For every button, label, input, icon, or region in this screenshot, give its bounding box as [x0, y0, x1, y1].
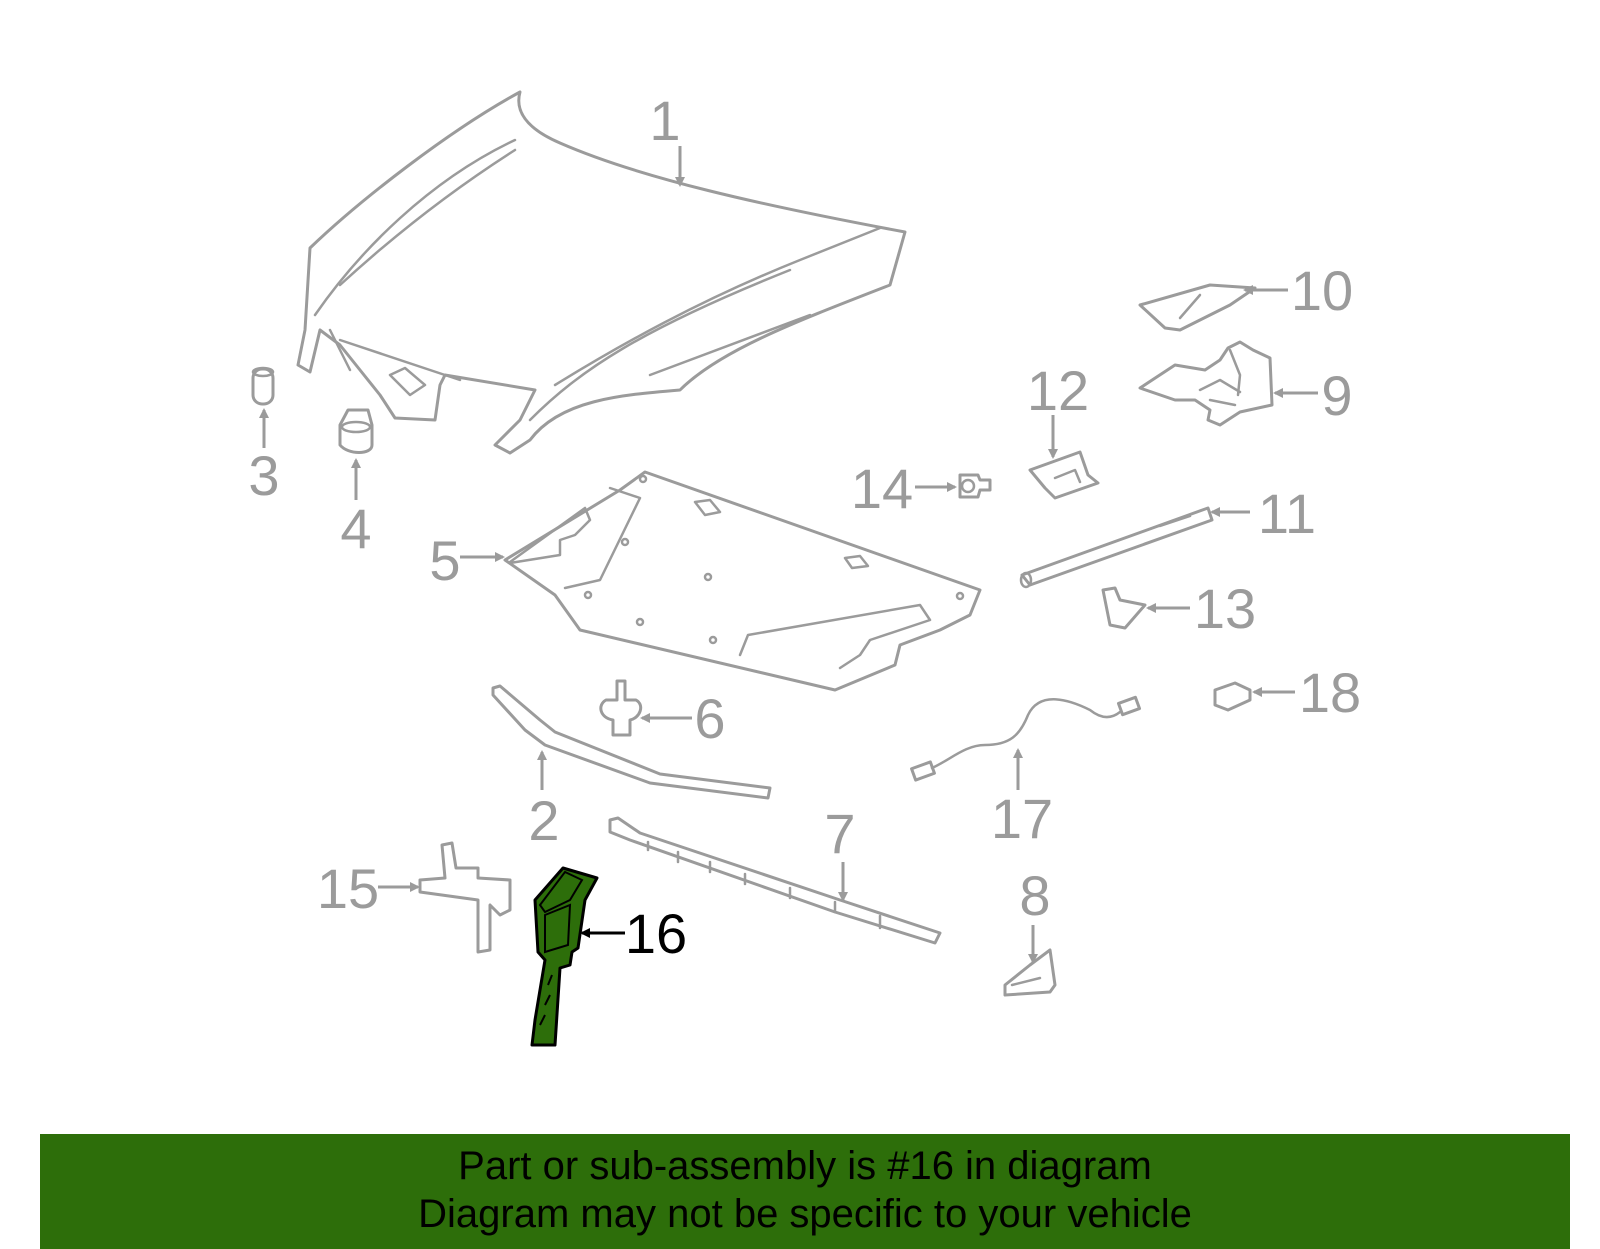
info-banner: Part or sub-assembly is #16 in diagram D…	[40, 1134, 1570, 1249]
bumper-part-18	[1213, 681, 1252, 712]
seal-part-2	[491, 684, 772, 800]
highlighted-part-16[interactable]	[530, 866, 599, 1047]
callout-3[interactable]: 3	[248, 444, 279, 507]
cover-part-10	[1138, 283, 1257, 332]
callout-11[interactable]: 11	[1258, 482, 1316, 545]
insulator-part-5	[503, 470, 982, 692]
callout-18[interactable]: 18	[1299, 661, 1361, 724]
banner-line-disclaimer: Diagram may not be specific to your vehi…	[418, 1192, 1192, 1236]
bracket-part-12	[1028, 450, 1100, 500]
callout-8[interactable]: 8	[1019, 864, 1050, 927]
weatherstrip-part-7	[608, 816, 942, 945]
callout-7[interactable]: 7	[824, 802, 855, 865]
callout-13[interactable]: 13	[1194, 577, 1256, 640]
callout-16[interactable]: 16	[625, 902, 687, 965]
callout-1[interactable]: 1	[649, 89, 680, 152]
bracket-part-13	[1101, 586, 1147, 630]
bumper-part-3	[251, 366, 275, 406]
callout-5[interactable]: 5	[429, 529, 460, 592]
callout-6[interactable]: 6	[694, 687, 725, 750]
callout-15[interactable]: 15	[317, 857, 379, 920]
callout-4[interactable]: 4	[340, 497, 371, 560]
banner-line-part-number: Part or sub-assembly is #16 in diagram	[458, 1144, 1152, 1188]
callout-9[interactable]: 9	[1321, 364, 1352, 427]
clip-part-14	[958, 473, 992, 499]
support-rod-part-11	[1019, 506, 1214, 589]
hood-part-1	[296, 90, 907, 455]
callout-12[interactable]: 12	[1027, 359, 1089, 422]
clip-part-6	[599, 679, 643, 737]
harness-part-17	[910, 695, 1142, 782]
callout-10[interactable]: 10	[1291, 259, 1353, 322]
bracket-part-9	[1138, 340, 1274, 427]
bracket-part-8	[1003, 948, 1057, 997]
callout-2[interactable]: 2	[528, 789, 559, 852]
callout-17[interactable]: 17	[991, 787, 1053, 850]
bracket-part-15	[418, 841, 512, 954]
callout-14[interactable]: 14	[851, 457, 913, 520]
bumper-part-4	[338, 408, 374, 454]
